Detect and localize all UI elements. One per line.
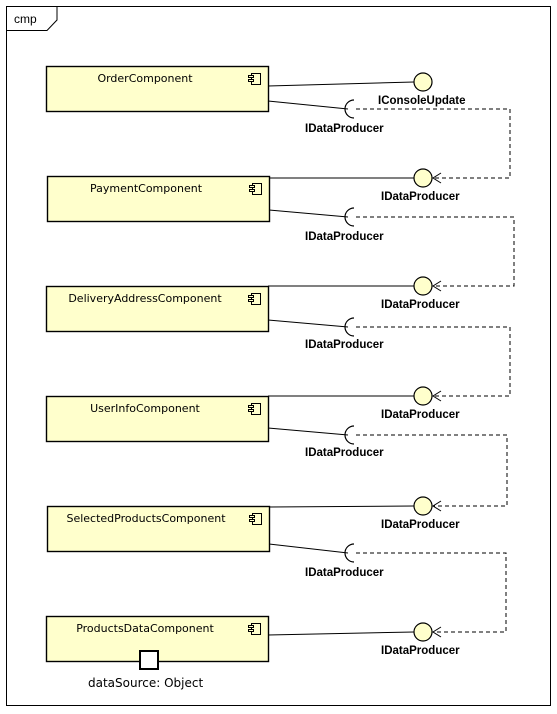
- dependency-connector: [356, 552, 507, 638]
- dependency-line: [356, 326, 511, 397]
- dependency-connector: [356, 216, 515, 292]
- required-line: [267, 319, 349, 328]
- components-layer: OrderComponentPaymentComponentDeliveryAd…: [45, 65, 271, 691]
- component-name: UserInfoComponent: [90, 402, 200, 415]
- component-name: OrderComponent: [97, 72, 193, 85]
- required-interface-label: IDataProducer: [305, 123, 384, 135]
- port-square[interactable]: [139, 650, 159, 670]
- port-label: dataSource: Object: [88, 676, 203, 690]
- required-interface[interactable]: IDataProducer: [267, 317, 384, 351]
- component-2[interactable]: PaymentComponent: [46, 175, 271, 223]
- dependency-arrowhead: [432, 500, 442, 512]
- component-icon: [248, 623, 261, 635]
- component-1[interactable]: OrderComponent: [45, 65, 270, 113]
- required-interface-label: IDataProducer: [305, 339, 384, 351]
- dependency-connector: [356, 326, 511, 402]
- required-line: [267, 100, 349, 110]
- frame-tag-label: cmp: [14, 12, 37, 26]
- required-interface-label: IDataProducer: [305, 567, 384, 579]
- required-interface[interactable]: IDataProducer: [267, 425, 384, 459]
- component-icon: [248, 403, 261, 415]
- frame-tab: [6, 6, 58, 31]
- dependency-line: [356, 552, 507, 633]
- required-line: [268, 209, 349, 218]
- required-line: [268, 543, 349, 554]
- lollipop-ball: [413, 276, 433, 296]
- required-interface[interactable]: IDataProducer: [268, 543, 384, 579]
- component-name: PaymentComponent: [90, 182, 203, 195]
- required-interface-label: IDataProducer: [305, 447, 384, 459]
- component-icon: [248, 293, 261, 305]
- dependency-arrowhead: [432, 280, 442, 292]
- dependency-line: [356, 434, 508, 507]
- dependency-arrowhead: [432, 626, 442, 638]
- component-name: DeliveryAddressComponent: [68, 292, 222, 305]
- component-box[interactable]: [46, 175, 271, 223]
- component-5[interactable]: SelectedProductsComponent: [46, 505, 271, 553]
- provided-interface-label: IDataProducer: [381, 299, 460, 311]
- connectors-layer: IConsoleUpdateIDataProducerIDataProducer…: [267, 72, 515, 657]
- socket-arc: [344, 207, 355, 227]
- component-6[interactable]: ProductsDataComponent dataSource: Object: [45, 615, 270, 691]
- component-name: ProductsDataComponent: [76, 622, 214, 635]
- component-icon: [249, 513, 262, 525]
- provided-interface[interactable]: IDataProducer: [269, 168, 460, 203]
- socket-arc: [344, 425, 355, 445]
- lollipop-ball: [413, 386, 433, 406]
- socket-arc: [344, 317, 355, 337]
- lollipop-ball: [413, 496, 433, 516]
- dependency-arrowhead: [432, 390, 442, 402]
- required-interface[interactable]: IDataProducer: [267, 99, 384, 135]
- dependency-line: [356, 108, 511, 179]
- socket-arc: [344, 543, 355, 563]
- component-icon: [248, 73, 261, 85]
- component-name: SelectedProductsComponent: [66, 512, 226, 525]
- provided-interface[interactable]: IDataProducer: [268, 276, 460, 311]
- socket-arc: [344, 99, 355, 119]
- provided-interface-label: IDataProducer: [381, 409, 460, 421]
- provided-interface-label: IDataProducer: [381, 519, 460, 531]
- lollipop-ball: [413, 168, 433, 188]
- provided-interface-label: IConsoleUpdate: [378, 95, 466, 107]
- dependency-connector: [356, 434, 508, 512]
- provided-interface-label: IDataProducer: [381, 645, 460, 657]
- lollipop-ball: [413, 72, 433, 92]
- provided-interface[interactable]: IDataProducer: [268, 496, 460, 531]
- lollipop-ball: [413, 622, 433, 642]
- assembly-line: [268, 505, 415, 508]
- component-box[interactable]: [46, 505, 271, 553]
- component-icon: [249, 183, 262, 195]
- required-interface-label: IDataProducer: [305, 231, 384, 243]
- component-box[interactable]: [45, 65, 270, 113]
- provided-interface[interactable]: IDataProducer: [267, 622, 460, 657]
- assembly-line: [267, 81, 415, 87]
- component-4[interactable]: UserInfoComponent: [45, 395, 270, 443]
- provided-interface[interactable]: IConsoleUpdate: [267, 72, 466, 107]
- component-box[interactable]: [45, 285, 270, 333]
- dependency-line: [356, 216, 515, 287]
- component-3[interactable]: DeliveryAddressComponent: [45, 285, 270, 333]
- required-interface[interactable]: IDataProducer: [268, 207, 384, 243]
- provided-interface-label: IDataProducer: [381, 191, 460, 203]
- diagram-frame: [6, 6, 551, 706]
- dependency-connector: [356, 108, 511, 184]
- provided-interface[interactable]: IDataProducer: [268, 386, 460, 421]
- component-box[interactable]: [45, 395, 270, 443]
- required-line: [267, 427, 349, 436]
- dependency-arrowhead: [432, 172, 442, 184]
- assembly-line: [267, 631, 415, 636]
